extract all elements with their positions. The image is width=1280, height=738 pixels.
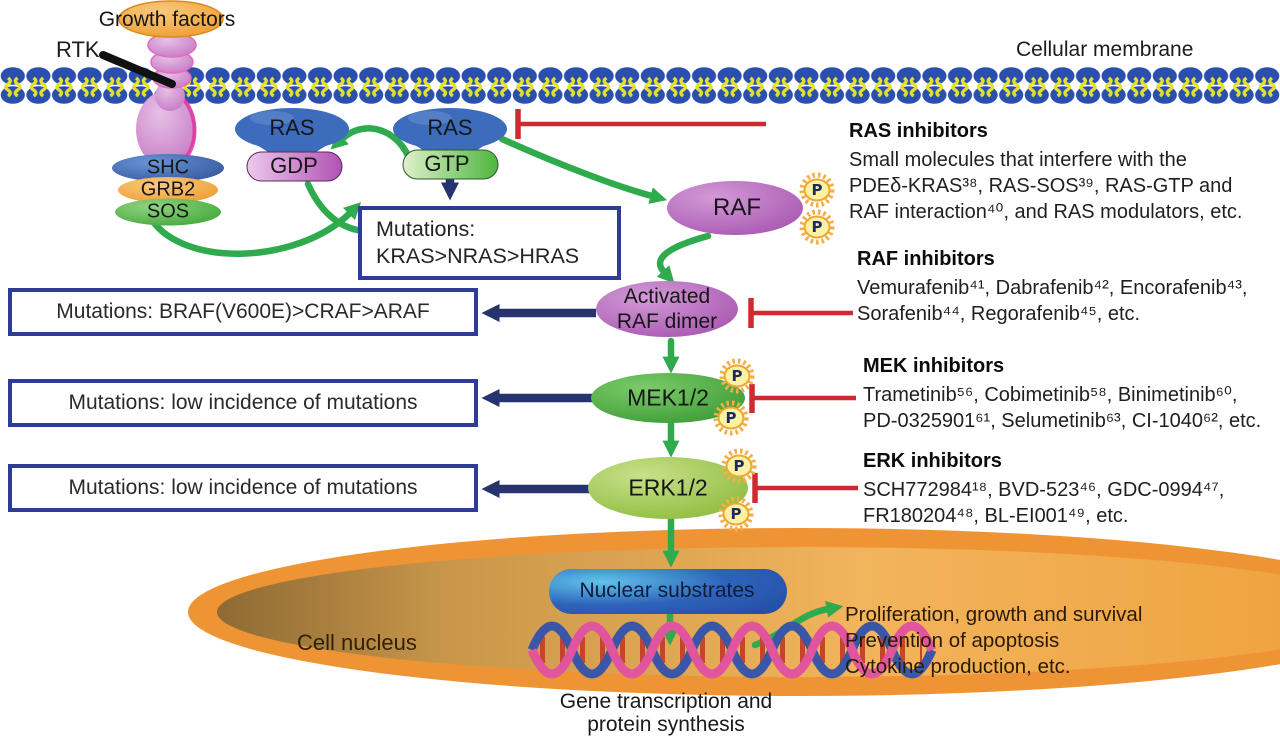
- erk-shape: [588, 457, 748, 519]
- mek-shape: [591, 373, 745, 423]
- phosphate-label: P: [731, 367, 743, 385]
- raf-inhibitors-block: RAF inhibitors Vemurafenib⁴¹, Dabrafenib…: [857, 246, 1247, 327]
- cell-nucleus-label: Cell nucleus: [297, 630, 417, 655]
- grb2-shape: [118, 177, 218, 203]
- dna-strand-pink: [527, 621, 937, 679]
- erk-inhibitors-title: ERK inhibitors: [863, 450, 1002, 472]
- grb2-label: GRB2: [140, 178, 196, 201]
- rtk-label: RTK: [56, 37, 100, 62]
- ras-gdp-label: RAS: [269, 115, 315, 140]
- erk-inhibitors-block: ERK inhibitors SCH772984¹⁸, BVD-523⁴⁶, G…: [863, 448, 1224, 529]
- ras-inhibitors-line3: RAF interaction⁴⁰, and RAS modulators, e…: [849, 201, 1243, 223]
- raf-to-dimer-arrow: [656, 232, 712, 284]
- erk-label: ERK1/2: [628, 474, 708, 501]
- output-line2: Prevention of apoptosis: [845, 629, 1060, 652]
- erk-mutations-box: Mutations: low incidence of mutations: [8, 464, 478, 512]
- mek-label: MEK1/2: [627, 384, 709, 411]
- raf-shape: [667, 181, 803, 235]
- activated-raf-line2: RAF dimer: [616, 310, 718, 333]
- gene-transcription-caption: Gene transcription and protein synthesis: [520, 690, 812, 736]
- mek-inhibitors-line1: Trametinib⁵⁶, Cobimetinib⁵⁸, Binimetinib…: [863, 384, 1238, 406]
- erk-inhibitors-line1: SCH772984¹⁸, BVD-523⁴⁶, GDC-0994⁴⁷,: [863, 479, 1225, 501]
- ras-gdp-shape: [235, 108, 349, 182]
- rtk-pointer-line: [99, 51, 176, 88]
- sos-shape: [115, 198, 221, 226]
- cell-membrane: [0, 66, 1280, 106]
- mek-inhibitors-title: MEK inhibitors: [863, 355, 1005, 377]
- shc-label: SHC: [146, 156, 190, 179]
- raf-inhibitors-line1: Vemurafenib⁴¹, Dabrafenib⁴², Encorafenib…: [857, 277, 1248, 299]
- caption-line1: Gene transcription and: [559, 690, 773, 713]
- mek-mutations-text: Mutations: low incidence of mutations: [68, 391, 418, 414]
- growth-factors-shape: [118, 0, 224, 38]
- growth-factors-label: Growth factors: [98, 8, 236, 31]
- rtk-receptor: [99, 32, 197, 167]
- gdp-label: GDP: [270, 153, 318, 178]
- ras-mutations-line2: KRAS>NRAS>HRAS: [376, 244, 580, 268]
- ras-mutations-line1: Mutations:: [376, 217, 476, 241]
- raf-label: RAF: [713, 194, 761, 221]
- cellular-membrane-label: Cellular membrane: [1016, 38, 1194, 61]
- activated-raf-line1: Activated: [623, 285, 711, 308]
- raf-mutations-text: Mutations: BRAF(V600E)>CRAF>ARAF: [56, 300, 430, 323]
- nuclear-substrates-label: Nuclear substrates: [579, 579, 755, 602]
- raf-mutations-box: Mutations: BRAF(V600E)>CRAF>ARAF: [8, 288, 478, 336]
- ras-inhibitors-block: RAS inhibitors Small molecules that inte…: [849, 118, 1242, 225]
- pathway-outputs: Proliferation, growth and survival Preve…: [845, 602, 1142, 680]
- nuclear-substrates-shape: [549, 569, 787, 614]
- erk-inhibitors-line2: FR180204⁴⁸, BL-EI001⁴⁹, etc.: [863, 505, 1129, 527]
- phosphate-label: P: [811, 218, 823, 236]
- shc-shape: [112, 154, 224, 182]
- dna-helix: [527, 621, 937, 679]
- ras-inhibitors-line1: Small molecules that interfere with the: [849, 149, 1187, 171]
- inhibition-lines: [515, 109, 858, 503]
- phosphate-label: P: [725, 409, 737, 427]
- ras-to-raf-arrow: [498, 135, 668, 204]
- sos-to-ras-arrow: [148, 202, 362, 257]
- caption-line2: protein synthesis: [587, 713, 745, 736]
- phosphate-label: P: [733, 457, 745, 475]
- gtp-label: GTP: [424, 151, 470, 176]
- sos-label: SOS: [146, 200, 190, 223]
- erk-mutations-text: Mutations: low incidence of mutations: [68, 476, 418, 499]
- output-line1: Proliferation, growth and survival: [845, 603, 1143, 626]
- ras-inhibitors-line2: PDEδ-KRAS³⁸, RAS-SOS³⁹, RAS-GTP and: [849, 175, 1233, 197]
- ras-inhibitors-title: RAS inhibitors: [849, 120, 988, 142]
- raf-inhibitors-title: RAF inhibitors: [857, 248, 995, 270]
- phosphate-label: P: [730, 505, 742, 523]
- activated-raf-dimer-shape: [596, 281, 738, 337]
- ras-gtp-label: RAS: [427, 115, 473, 140]
- mek-mutations-box: Mutations: low incidence of mutations: [8, 379, 478, 427]
- mek-inhibitors-line2: PD-0325901⁶¹, Selumetinib⁶³, CI-1040⁶², …: [863, 410, 1262, 432]
- activated-raf-dimer-label: Activated RAF dimer: [617, 284, 717, 334]
- phosphate-label: P: [811, 181, 823, 199]
- output-line3: Cytokine production, etc.: [845, 655, 1071, 678]
- raf-inhibitors-line2: Sorafenib⁴⁴, Regorafenib⁴⁵, etc.: [857, 303, 1141, 325]
- ras-gtp-shape: [393, 108, 507, 180]
- ras-mutations-box: Mutations: KRAS>NRAS>HRAS: [358, 206, 621, 280]
- mek-inhibitors-block: MEK inhibitors Trametinib⁵⁶, Cobimetinib…: [863, 353, 1261, 434]
